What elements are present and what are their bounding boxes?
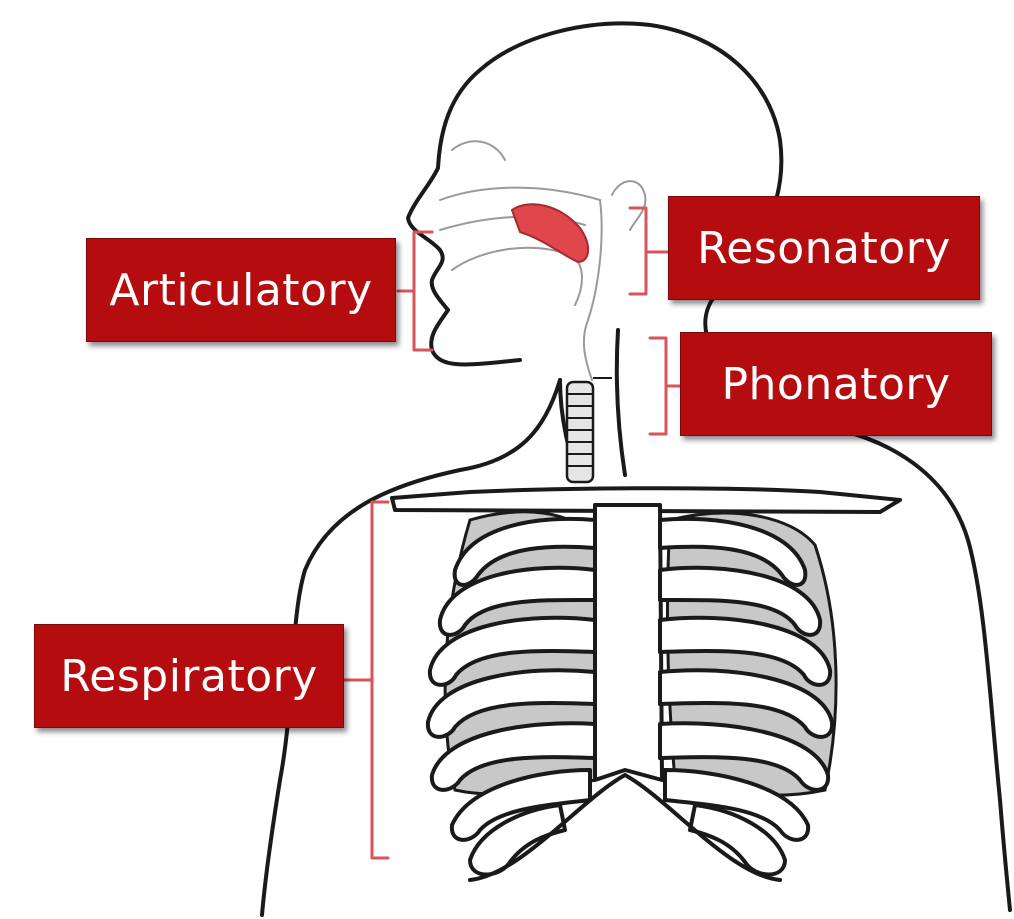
nasal-cavity (440, 188, 600, 200)
tongue (452, 248, 582, 305)
soft-palate (512, 204, 588, 262)
respiratory-label: Respiratory (34, 624, 344, 728)
phonatory-label: Phonatory (680, 332, 992, 436)
brow-line (452, 141, 505, 160)
respiratory-bracket (344, 502, 388, 858)
sternum (595, 505, 662, 780)
articulatory-label: Articulatory (86, 238, 396, 342)
articulatory-bracket (398, 232, 432, 350)
neck-back (617, 330, 625, 475)
pharynx (584, 200, 602, 380)
left-ribs (428, 519, 595, 875)
ear (612, 181, 645, 230)
resonatory-label: Resonatory (668, 196, 980, 300)
phonatory-bracket (650, 338, 680, 434)
